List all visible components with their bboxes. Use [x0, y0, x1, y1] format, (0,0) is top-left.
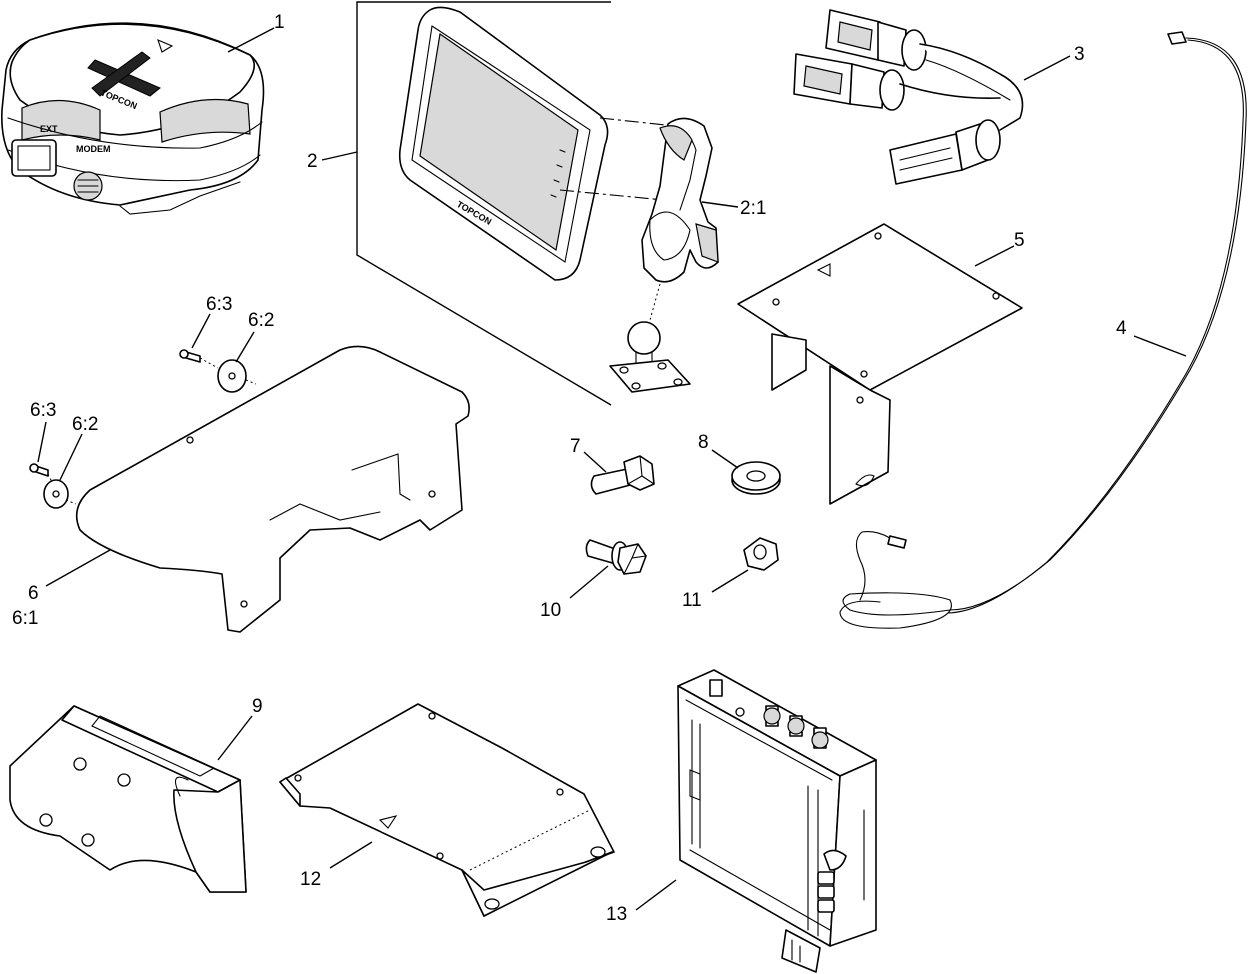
- svg-text:6:2: 6:2: [72, 414, 98, 435]
- callout-6-2-lower: 6:2: [59, 414, 98, 481]
- svg-text:9: 9: [252, 696, 263, 717]
- callout-6-3-lower: 6:3: [30, 400, 56, 463]
- svg-text:2: 2: [307, 151, 318, 172]
- part-10-flange-bolt: [585, 539, 647, 575]
- callout-5: 5: [974, 230, 1025, 267]
- part-6-base-plate: [29, 345, 470, 633]
- part-2-display-group: TOPCON: [356, 1, 719, 406]
- svg-text:12: 12: [300, 869, 321, 890]
- svg-text:6: 6: [28, 583, 39, 604]
- svg-text:6:3: 6:3: [206, 294, 232, 315]
- part-12-flat-bracket: [279, 703, 615, 917]
- svg-text:5: 5: [1014, 230, 1025, 251]
- callout-2-1: 2:1: [701, 198, 766, 219]
- part-7-bolt: [590, 455, 655, 495]
- callout-4: 4: [1116, 318, 1187, 357]
- part-11-flange-nut: [743, 537, 779, 571]
- part-4-antenna-cable: [839, 31, 1247, 629]
- receiver-modem-port-text: MODEM: [76, 144, 111, 154]
- svg-text:6:1: 6:1: [12, 608, 38, 629]
- part-9-side-bracket: [9, 705, 247, 893]
- part-1-gnss-receiver: TOPCON EXT MODEM: [1, 22, 265, 215]
- callout-2: 2: [307, 151, 358, 172]
- svg-text:7: 7: [570, 436, 581, 457]
- callout-3: 3: [1023, 44, 1085, 81]
- callout-6-2-upper: 6:2: [235, 310, 274, 363]
- callout-1: 1: [227, 12, 285, 53]
- callout-13: 13: [606, 879, 677, 925]
- callout-10: 10: [540, 565, 609, 621]
- svg-text:11: 11: [682, 590, 702, 611]
- part-3-cable-harness: [793, 9, 1024, 185]
- callout-11: 11: [682, 569, 749, 611]
- svg-text:6:2: 6:2: [248, 310, 274, 331]
- callout-12: 12: [300, 841, 373, 890]
- part-13-radio-module: [677, 669, 877, 973]
- svg-text:3: 3: [1074, 44, 1085, 65]
- callout-8: 8: [698, 432, 739, 469]
- part-5-mounting-bracket: [737, 223, 1023, 505]
- callout-7: 7: [570, 436, 607, 473]
- part-8-washer: [731, 461, 781, 495]
- svg-text:13: 13: [606, 904, 627, 925]
- svg-text:1: 1: [274, 12, 285, 33]
- svg-text:8: 8: [698, 432, 709, 453]
- svg-text:4: 4: [1116, 318, 1127, 339]
- receiver-ext-port-text: EXT: [40, 124, 58, 134]
- svg-text:6:3: 6:3: [30, 400, 56, 421]
- callout-6: 6 6:1: [12, 549, 111, 629]
- callout-6-3-upper: 6:3: [191, 294, 232, 349]
- callout-9: 9: [217, 696, 263, 761]
- svg-text:10: 10: [540, 600, 561, 621]
- svg-text:2:1: 2:1: [740, 198, 766, 219]
